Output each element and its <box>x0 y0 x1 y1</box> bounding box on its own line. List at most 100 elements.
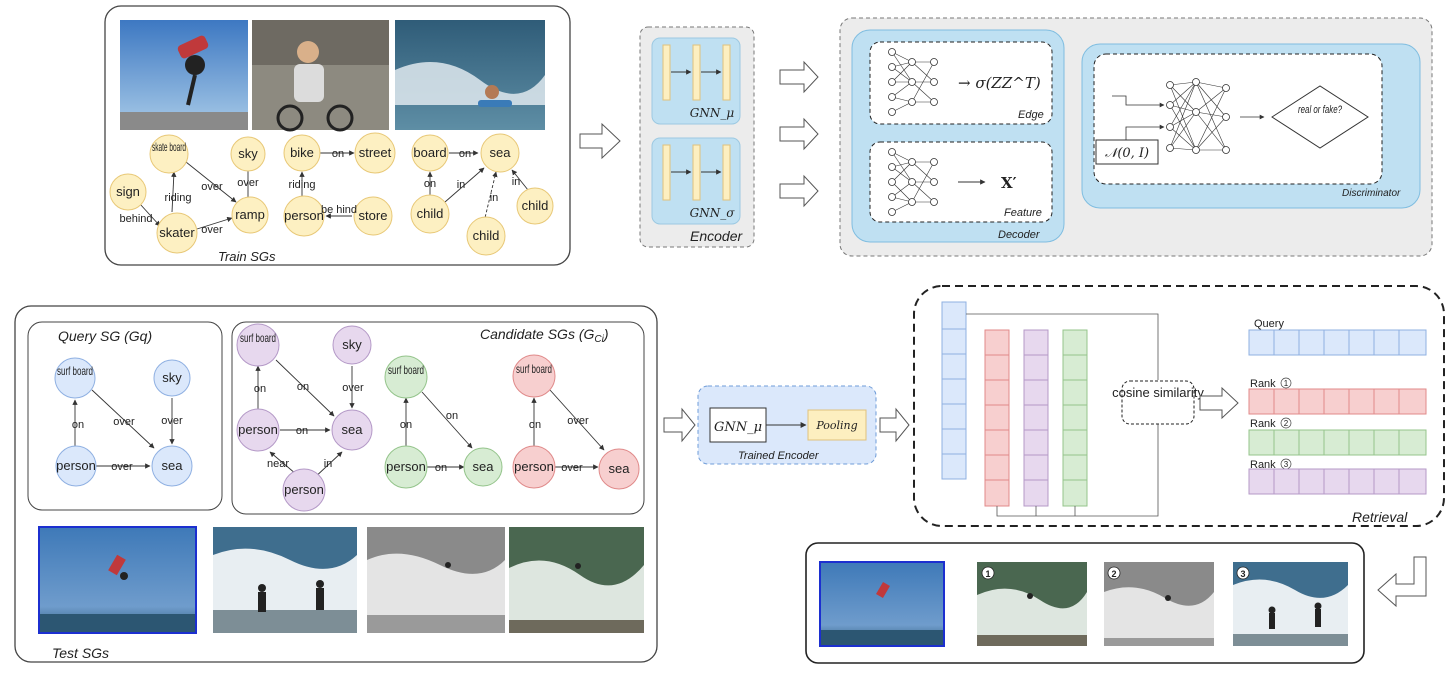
edge-label: near <box>267 458 289 470</box>
rank-2-number: 2 <box>1284 419 1289 428</box>
retrieval-results-panel: 1 2 3 <box>805 542 1365 664</box>
feature-label: Feature <box>1004 207 1042 219</box>
purple-node-sky <box>332 325 372 365</box>
discriminator-label: Discriminator <box>1342 188 1401 199</box>
node-label: sea <box>609 461 631 476</box>
edge-label: over <box>237 177 259 189</box>
test-sgs-caption: Test SGs <box>52 645 109 661</box>
node-label: surf board <box>516 362 552 376</box>
node-label: sea <box>342 422 364 437</box>
node-label: surf board <box>57 364 93 378</box>
edge-label: on <box>254 383 266 395</box>
node-label: person <box>284 208 324 223</box>
encoder-block: GNN_μ GNN_σ Encoder <box>639 26 755 248</box>
result-photo-rank-3: 3 <box>1233 562 1348 646</box>
candidate-sg-title: Candidate SGs (GCi) <box>480 326 609 345</box>
noise-label: 𝒩(0, I) <box>1105 146 1149 161</box>
result-badge-3: 3 <box>1240 569 1245 579</box>
red-node-surf-board <box>512 354 556 398</box>
node-label: sky <box>342 337 362 352</box>
embedding-column-green <box>1062 329 1088 507</box>
edge-formula: → σ(ZZ^T) <box>958 74 1041 92</box>
train-photo-skater <box>120 20 248 130</box>
decoder-label: Decoder <box>998 229 1041 241</box>
pooling-label: Pooling <box>815 419 857 432</box>
query-sg-title: Query SG (Gq) <box>58 328 152 344</box>
retrieval-label: Retrieval <box>1352 509 1408 525</box>
edge-label: in <box>457 179 466 191</box>
gnn-mu-label: GNN_μ <box>690 106 735 120</box>
test-sgs-panel: Query SG (Gq) Candidate SGs (GCi) surf b… <box>14 305 658 663</box>
node-store <box>353 196 393 236</box>
hollow-arrow <box>579 122 621 160</box>
node-board <box>411 134 449 172</box>
purple-node-person-2 <box>282 468 326 512</box>
node-label: surf board <box>240 331 276 345</box>
node-label: skater <box>159 225 195 240</box>
result-badge-1: 1 <box>985 569 990 579</box>
rank-3-label: Rank <box>1250 459 1276 471</box>
edge-label: over <box>342 382 364 394</box>
query-node-sky <box>153 359 191 397</box>
node-label: person <box>514 459 554 474</box>
edge-label: riding <box>289 179 316 191</box>
test-photo-candidate-2 <box>367 527 505 633</box>
green-node-surf-board <box>384 355 428 399</box>
edge-label: over <box>113 416 135 428</box>
trained-gnn-label: GNN_μ <box>714 420 762 435</box>
node-label: bike <box>290 145 314 160</box>
node-ramp <box>231 196 269 234</box>
cosine-word: cosine similarity <box>1112 385 1204 400</box>
node-person <box>283 195 325 237</box>
node-label: person <box>386 459 426 474</box>
red-node-person <box>512 445 556 489</box>
train-sgs-caption: Train SGs <box>218 249 276 264</box>
embedding-column-query <box>941 301 967 480</box>
rank-1-number: 1 <box>1284 379 1289 388</box>
result-photo-rank-1: 1 <box>977 562 1087 646</box>
rank-3-embedding-row <box>1248 468 1427 495</box>
feature-formula: X′ <box>1001 174 1017 192</box>
test-photo-query <box>38 526 197 634</box>
embedding-column-red <box>984 329 1010 507</box>
node-label: sign <box>116 184 140 199</box>
edge-label: in <box>324 458 333 470</box>
cosine-similarity-label: cosine similarity <box>1112 385 1204 400</box>
purple-node-person <box>236 408 280 452</box>
node-label: child <box>522 198 549 213</box>
node-label: person <box>56 458 96 473</box>
node-child-1 <box>410 194 450 234</box>
edge-label: in <box>512 176 521 188</box>
node-sea <box>480 133 520 173</box>
edge-label: on <box>529 419 541 431</box>
node-skate-board <box>149 134 189 174</box>
green-node-person <box>384 445 428 489</box>
query-node-surf-board <box>54 357 96 399</box>
test-photo-candidate-1 <box>213 527 357 633</box>
decoder-discriminator-block: → σ(ZZ^T) Edge X′ Feature Decoder <box>839 17 1433 257</box>
node-sign <box>109 173 147 211</box>
train-sgs-panel: skate board sky sign ramp skater over ri… <box>104 5 571 266</box>
edge-label: on <box>296 425 308 437</box>
edge-label: on <box>424 178 436 190</box>
gnn-sigma-label: GNN_σ <box>690 206 736 220</box>
real-or-fake-label: real or fake? <box>1298 104 1343 116</box>
rank-1-embedding-row <box>1248 388 1427 415</box>
edge-label: on <box>435 462 447 474</box>
edge-label: on <box>297 381 309 393</box>
node-label: street <box>359 145 392 160</box>
rank-2-label: Rank <box>1250 418 1276 430</box>
node-label: child <box>473 228 500 243</box>
hollow-bent-arrow <box>1377 556 1427 608</box>
rank-2-embedding-row <box>1248 429 1427 456</box>
train-photo-bodyboard <box>395 20 545 130</box>
result-photo-rank-2: 2 <box>1104 562 1214 646</box>
edge-label: on <box>332 148 344 160</box>
query-node-person <box>55 445 97 487</box>
edge-label: on <box>459 148 471 160</box>
edge-label: over <box>161 415 183 427</box>
node-label: sky <box>162 370 182 385</box>
edge-label: in <box>490 192 499 204</box>
embedding-column-purple <box>1023 329 1049 507</box>
node-label: child <box>417 206 444 221</box>
